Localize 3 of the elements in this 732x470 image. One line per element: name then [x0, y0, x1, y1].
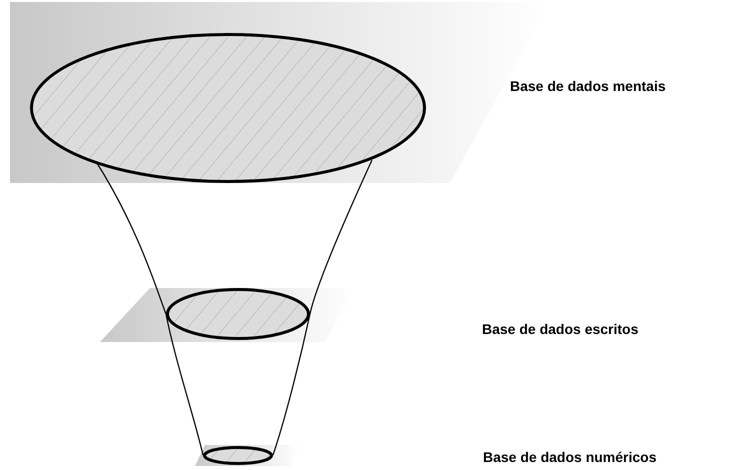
layer-label: Base de dados numéricos — [483, 449, 657, 465]
layer-label: Base de dados mentais — [510, 78, 666, 94]
layer-label: Base de dados escritos — [482, 321, 638, 337]
